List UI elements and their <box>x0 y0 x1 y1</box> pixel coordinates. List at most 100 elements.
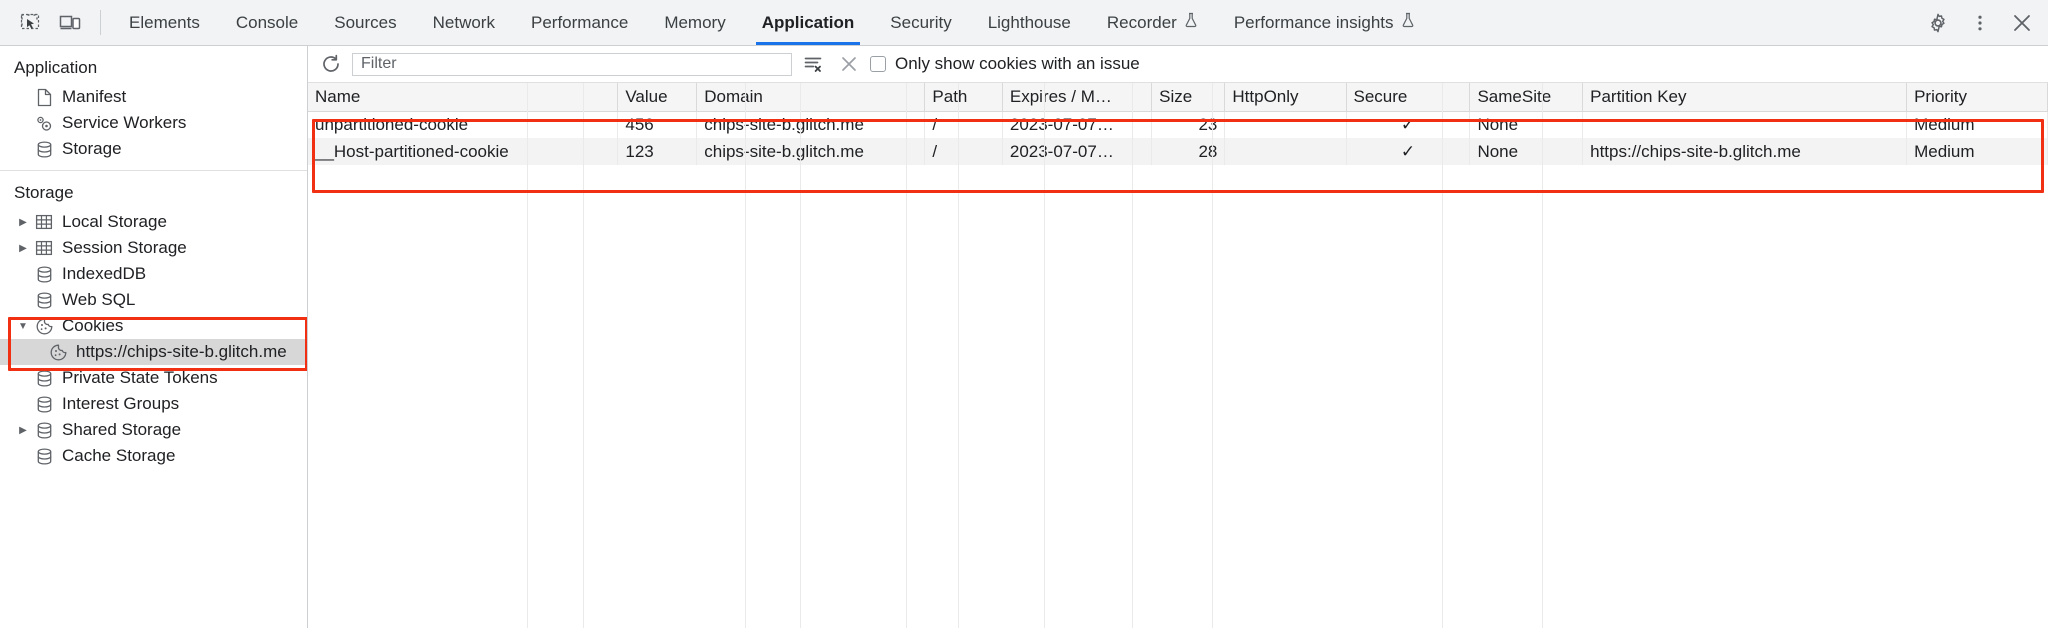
table-header-row: Name Value Domain Path Expires / M… Size… <box>308 83 2048 112</box>
cell-path: / <box>924 138 1003 165</box>
cell-value: 123 <box>617 138 698 165</box>
tab-performance-insights[interactable]: Performance insights <box>1216 0 1433 45</box>
tab-recorder[interactable]: Recorder <box>1089 0 1216 45</box>
column-header-samesite[interactable]: SameSite <box>1469 83 1584 112</box>
column-header-httponly[interactable]: HttpOnly <box>1224 83 1347 112</box>
application-sidebar: Application ▶ Manifest ▶ <box>0 46 308 628</box>
table-row[interactable]: unpartitioned-cookie 456 chips-site-b.gl… <box>308 111 2048 138</box>
table-header: Name Value Domain Path Expires / M… Size… <box>308 83 2048 112</box>
device-toolbar-icon[interactable] <box>50 0 90 45</box>
tab-label: Performance insights <box>1233 12 1394 32</box>
sidebar-item-local-storage[interactable]: ▶ Local Storage <box>0 209 307 235</box>
sidebar-item-label: https://chips-site-b.glitch.me <box>76 342 287 361</box>
cell-expires: 2023-07-07… <box>1002 111 1153 138</box>
sidebar-item-interest-groups[interactable]: ▶ Interest Groups <box>0 391 307 417</box>
tab-elements[interactable]: Elements <box>111 0 218 45</box>
column-header-priority[interactable]: Priority <box>1906 83 2048 112</box>
gears-icon <box>32 114 56 133</box>
cell-httponly <box>1224 111 1347 138</box>
tab-application[interactable]: Application <box>744 0 873 45</box>
more-vertical-icon[interactable] <box>1960 0 2000 46</box>
sidebar-group-application: Application ▶ Manifest ▶ <box>0 46 307 171</box>
tab-label: Security <box>890 12 952 32</box>
sidebar-item-private-state-tokens[interactable]: ▶ Private State Tokens <box>0 365 307 391</box>
chevron-right-icon[interactable]: ▶ <box>19 216 27 228</box>
cell-size: 23 <box>1151 111 1226 138</box>
sidebar-item-web-sql[interactable]: ▶ Web SQL <box>0 287 307 313</box>
sidebar-item-label: Private State Tokens <box>62 368 218 387</box>
sidebar-section-title-application: Application <box>14 58 98 77</box>
tab-console[interactable]: Console <box>218 0 316 45</box>
chevron-right-icon[interactable]: ▶ <box>19 242 27 254</box>
cell-samesite: None <box>1469 111 1584 138</box>
tab-sources[interactable]: Sources <box>316 0 414 45</box>
table-row[interactable]: __Host-partitioned-cookie 123 chips-site… <box>308 138 2048 165</box>
tab-label: Performance <box>530 12 629 32</box>
tab-security[interactable]: Security <box>872 0 969 45</box>
chevron-down-icon[interactable]: ▼ <box>18 320 28 332</box>
database-icon <box>32 421 56 440</box>
sidebar-item-session-storage[interactable]: ▶ Session Storage <box>0 235 307 261</box>
sidebar-item-cookie-origin[interactable]: https://chips-site-b.glitch.me <box>0 339 307 365</box>
chevron-right-icon[interactable]: ▶ <box>19 424 27 436</box>
clear-filter-icon[interactable] <box>798 50 828 78</box>
cell-domain: chips-site-b.glitch.me <box>696 111 926 138</box>
sidebar-item-label: Shared Storage <box>62 420 182 439</box>
sidebar-item-cache-storage[interactable]: ▶ Cache Storage <box>0 443 307 469</box>
column-header-secure[interactable]: Secure <box>1346 83 1471 112</box>
column-header-value[interactable]: Value <box>617 83 698 112</box>
inspect-cursor-icon[interactable] <box>10 0 50 45</box>
sidebar-item-label: IndexedDB <box>62 264 147 283</box>
column-header-name[interactable]: Name <box>308 83 619 112</box>
sidebar-item-cookies[interactable]: ▼ Cookies <box>0 313 307 339</box>
document-icon <box>32 88 56 107</box>
panel-tabs: Elements Console Sources Network Perform… <box>111 0 1895 45</box>
tabbar-right-controls <box>1895 0 2042 45</box>
sidebar-item-manifest[interactable]: ▶ Manifest <box>0 84 307 110</box>
tab-network[interactable]: Network <box>415 0 513 45</box>
checkbox-box[interactable] <box>870 56 886 72</box>
close-icon[interactable] <box>2002 0 2042 46</box>
sidebar-item-storage[interactable]: ▶ Storage <box>0 136 307 162</box>
sidebar-item-label: Session Storage <box>62 238 187 257</box>
clear-x-icon[interactable] <box>834 50 864 78</box>
column-header-expires[interactable]: Expires / M… <box>1002 83 1153 112</box>
sidebar-item-label: Cache Storage <box>62 446 176 465</box>
tab-memory[interactable]: Memory <box>646 0 743 45</box>
tab-performance[interactable]: Performance <box>513 0 646 45</box>
column-header-size[interactable]: Size <box>1151 83 1226 112</box>
database-icon <box>32 447 56 466</box>
column-header-domain[interactable]: Domain <box>696 83 926 112</box>
gear-icon[interactable] <box>1918 0 1958 46</box>
sidebar-item-service-workers[interactable]: ▶ Service Workers <box>0 110 307 136</box>
sidebar-item-shared-storage[interactable]: ▶ Shared Storage <box>0 417 307 443</box>
table-icon <box>32 239 56 257</box>
sidebar-item-label: Manifest <box>62 87 127 106</box>
column-header-path[interactable]: Path <box>924 83 1003 112</box>
only-show-issues-checkbox[interactable]: Only show cookies with an issue <box>870 54 1140 74</box>
tab-lighthouse[interactable]: Lighthouse <box>970 0 1089 45</box>
database-icon <box>32 265 56 284</box>
refresh-icon[interactable] <box>316 50 346 78</box>
cell-value: 456 <box>617 111 698 138</box>
tab-label: Elements <box>129 12 200 32</box>
tab-label: Lighthouse <box>987 12 1071 32</box>
cell-priority: Medium <box>1906 138 2048 165</box>
sidebar-item-indexeddb[interactable]: ▶ IndexedDB <box>0 261 307 287</box>
devtools-content: Application ▶ Manifest ▶ <box>0 46 2048 628</box>
cell-name: __Host-partitioned-cookie <box>308 138 619 165</box>
cell-path: / <box>924 111 1003 138</box>
search-input[interactable] <box>352 52 792 76</box>
devtools-tabbar: Elements Console Sources Network Perform… <box>0 0 2048 46</box>
cell-name: unpartitioned-cookie <box>308 111 619 138</box>
tabbar-divider <box>100 10 101 35</box>
database-icon <box>32 291 56 310</box>
table-icon <box>32 213 56 231</box>
sidebar-group-storage: Storage ▶ Local Storage ▶ <box>0 171 307 477</box>
column-header-partition-key[interactable]: Partition Key <box>1582 83 1908 112</box>
tab-label: Sources <box>334 12 397 32</box>
sidebar-item-label: Local Storage <box>62 212 167 231</box>
tab-label: Application <box>761 12 855 32</box>
cookies-table-wrapper: Name Value Domain Path Expires / M… Size… <box>308 83 2048 628</box>
